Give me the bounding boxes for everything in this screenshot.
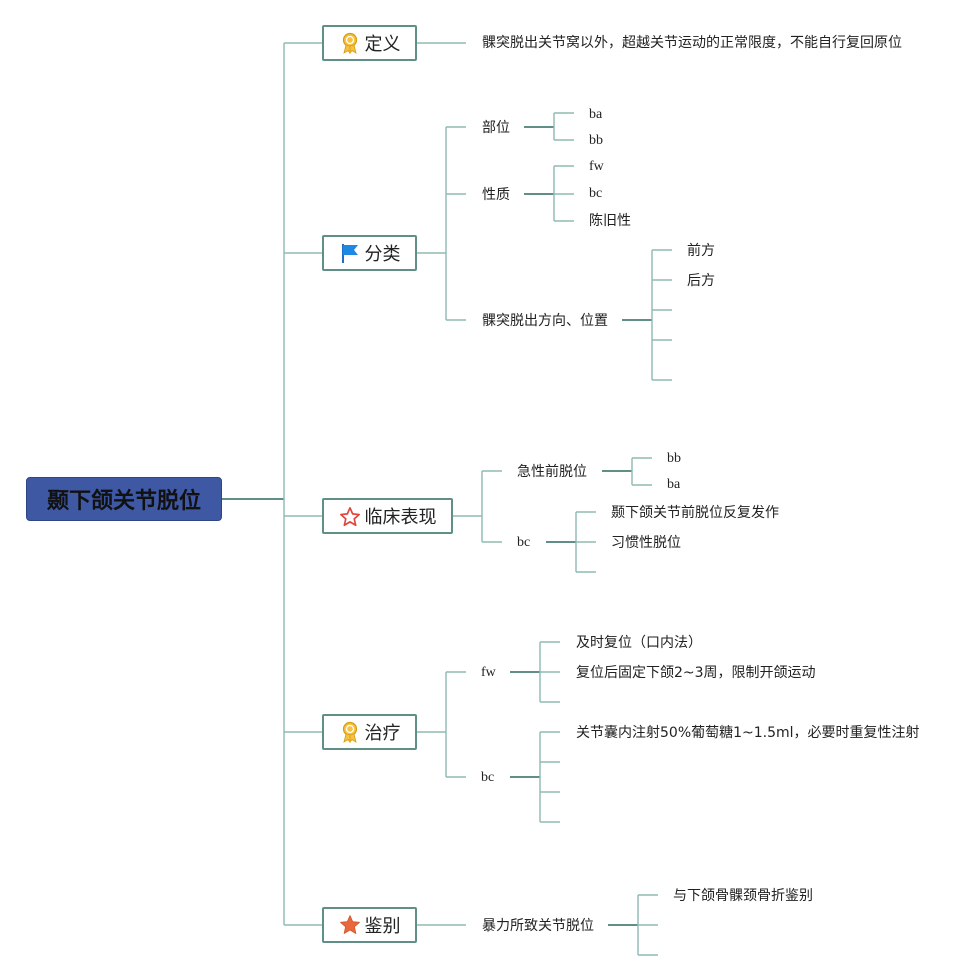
leaf-item[interactable]: bb bbox=[667, 451, 681, 466]
leaf-item[interactable]: bc bbox=[589, 186, 603, 201]
topic-label: 分类 bbox=[364, 244, 401, 265]
orange-star-icon bbox=[339, 914, 361, 936]
subtopic-location[interactable]: 部位 bbox=[482, 120, 510, 136]
topic-label: 临床表现 bbox=[364, 507, 437, 528]
leaf-item[interactable]: 陈旧性 bbox=[589, 213, 631, 229]
subtopic-bc[interactable]: bc bbox=[517, 535, 531, 550]
subtopic-fw[interactable]: fw bbox=[481, 665, 496, 680]
definition-text: 髁突脱出关节窝以外，超越关节运动的正常限度，不能自行复回原位 bbox=[482, 35, 902, 51]
blue-flag-icon bbox=[339, 242, 361, 264]
subtopic-acute[interactable]: 急性前脱位 bbox=[517, 464, 587, 480]
leaf-item[interactable]: 与下颌骨髁颈骨折鉴别 bbox=[673, 888, 813, 904]
ribbon-medal-icon bbox=[339, 721, 361, 743]
leaf-item[interactable]: 及时复位（口内法） bbox=[576, 635, 702, 651]
topic-classification[interactable]: 分类 bbox=[322, 235, 417, 271]
leaf-item[interactable]: 颞下颌关节前脱位反复发作 bbox=[611, 505, 779, 521]
topic-treatment[interactable]: 治疗 bbox=[322, 714, 417, 750]
topic-definition[interactable]: 定义 bbox=[322, 25, 417, 61]
leaf-item[interactable]: 前方 bbox=[687, 243, 715, 259]
root-title: 颞下颌关节脱位 bbox=[46, 489, 201, 514]
topic-label: 定义 bbox=[364, 34, 401, 55]
leaf-item[interactable]: 关节囊内注射50%葡萄糖1~1.5ml，必要时重复性注射 bbox=[576, 725, 920, 741]
red-star-outline-icon bbox=[339, 505, 361, 527]
subtopic-violent[interactable]: 暴力所致关节脱位 bbox=[482, 918, 594, 934]
leaf-item[interactable]: 后方 bbox=[687, 273, 715, 289]
subtopic-bc[interactable]: bc bbox=[481, 770, 495, 785]
leaf-item[interactable]: ba bbox=[589, 107, 603, 122]
leaf-item[interactable]: 习惯性脱位 bbox=[611, 535, 681, 551]
leaf-item[interactable]: ba bbox=[667, 477, 681, 492]
leaf-item[interactable]: 复位后固定下颌2~3周，限制开颌运动 bbox=[576, 665, 816, 681]
leaf-item[interactable]: bb bbox=[589, 133, 603, 148]
topic-differential[interactable]: 鉴别 bbox=[322, 907, 417, 943]
topic-label: 鉴别 bbox=[364, 916, 401, 937]
subtopic-direction[interactable]: 髁突脱出方向、位置 bbox=[482, 313, 608, 329]
subtopic-nature[interactable]: 性质 bbox=[482, 187, 510, 203]
topic-clinical[interactable]: 临床表现 bbox=[322, 498, 453, 534]
ribbon-medal-icon bbox=[339, 32, 361, 54]
topic-label: 治疗 bbox=[364, 723, 401, 744]
leaf-item[interactable]: fw bbox=[589, 159, 604, 174]
root-topic[interactable]: 颞下颌关节脱位 bbox=[26, 477, 222, 521]
